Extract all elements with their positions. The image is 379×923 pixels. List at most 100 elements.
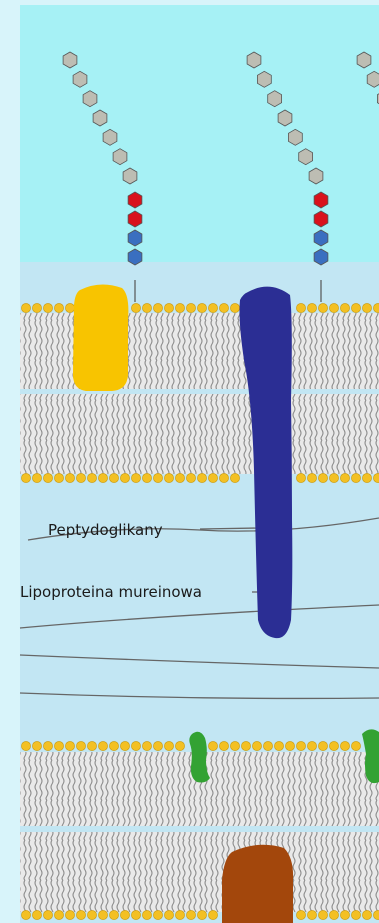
brown-membrane-protein <box>222 845 293 923</box>
lipid-head <box>120 741 129 750</box>
lipid-head <box>21 741 30 750</box>
sugar-red-hexagon <box>128 192 142 208</box>
lipid-head <box>340 303 349 312</box>
lipid-head <box>43 910 52 919</box>
lipid-head <box>65 741 74 750</box>
lipid-head <box>43 741 52 750</box>
lipid-head <box>131 473 140 482</box>
lipid-head <box>219 303 228 312</box>
sugar-grey-hexagon <box>309 168 323 184</box>
lipid-head <box>65 473 74 482</box>
sugar-grey-hexagon <box>103 129 117 145</box>
sugar-grey-hexagon <box>357 52 371 68</box>
lipid-head <box>120 473 129 482</box>
lipid-head <box>76 741 85 750</box>
sugar-grey-hexagon <box>83 91 97 107</box>
lipid-head <box>175 473 184 482</box>
lipid-head <box>362 910 371 919</box>
lipid-head <box>142 741 151 750</box>
lipid-head <box>76 910 85 919</box>
inner-membrane-lower-leaflet-tails <box>20 832 379 912</box>
lipid-head <box>208 303 217 312</box>
lipid-head <box>197 473 206 482</box>
lipid-head <box>153 303 162 312</box>
lipid-head <box>98 473 107 482</box>
lipid-head <box>362 303 371 312</box>
sugar-grey-hexagon <box>123 168 137 184</box>
lipid-head <box>98 910 107 919</box>
lipid-head <box>307 303 316 312</box>
lipid-head <box>329 473 338 482</box>
lipid-head <box>318 473 327 482</box>
lipid-head <box>164 741 173 750</box>
sugar-grey-hexagon <box>93 110 107 126</box>
lipid-head <box>153 473 162 482</box>
lipid-head <box>131 303 140 312</box>
sugar-blue-hexagon <box>314 230 328 246</box>
lipid-head <box>175 303 184 312</box>
lipid-head <box>109 473 118 482</box>
sugar-grey-hexagon <box>73 71 87 87</box>
lipid-head <box>296 473 305 482</box>
lipid-head <box>362 473 371 482</box>
lipid-head <box>329 910 338 919</box>
lipid-head <box>21 473 30 482</box>
lipid-head <box>329 741 338 750</box>
sugar-red-hexagon <box>314 192 328 208</box>
lipid-head <box>54 741 63 750</box>
lipid-head <box>351 473 360 482</box>
lipid-head <box>98 741 107 750</box>
lipid-head <box>142 303 151 312</box>
lipid-head <box>318 910 327 919</box>
lipid-head <box>307 741 316 750</box>
lipid-head <box>54 473 63 482</box>
lipid-head <box>87 910 96 919</box>
lipid-head <box>32 741 41 750</box>
lipid-head <box>241 741 250 750</box>
lipid-head <box>21 910 30 919</box>
lipid-head <box>164 910 173 919</box>
lipid-head <box>230 741 239 750</box>
lipid-head <box>43 303 52 312</box>
lipid-head <box>296 910 305 919</box>
lipid-head <box>318 303 327 312</box>
lipid-head <box>351 741 360 750</box>
lipid-head <box>87 741 96 750</box>
lipid-head <box>142 473 151 482</box>
lipid-head <box>153 741 162 750</box>
sugar-grey-hexagon <box>299 149 313 165</box>
lipid-head <box>219 473 228 482</box>
sugar-grey-hexagon <box>278 110 292 126</box>
lipid-head <box>32 303 41 312</box>
lipid-head <box>76 473 85 482</box>
lipid-head <box>54 303 63 312</box>
lipid-head <box>186 303 195 312</box>
sugar-blue-hexagon <box>128 249 142 265</box>
lipid-head <box>252 741 261 750</box>
lipid-head <box>142 910 151 919</box>
outer-membrane-inner-leaflet-tails <box>20 394 379 474</box>
lipid-head <box>296 741 305 750</box>
sugar-blue-hexagon <box>314 249 328 265</box>
lipid-head <box>197 910 206 919</box>
sugar-grey-hexagon <box>257 71 271 87</box>
lipid-head <box>65 910 74 919</box>
lipid-head <box>230 303 239 312</box>
lipid-head <box>274 741 283 750</box>
lipid-head <box>131 910 140 919</box>
lipid-head <box>109 910 118 919</box>
sugar-grey-hexagon <box>63 52 77 68</box>
lipid-head <box>43 473 52 482</box>
lipid-head <box>32 473 41 482</box>
lipid-head <box>263 741 272 750</box>
lipid-head <box>340 473 349 482</box>
lipid-head <box>65 303 74 312</box>
lipid-head <box>219 741 228 750</box>
lipid-head <box>318 741 327 750</box>
lipid-head <box>186 910 195 919</box>
lipid-head <box>197 303 206 312</box>
lipid-head <box>230 473 239 482</box>
lipid-head <box>175 910 184 919</box>
lipid-head <box>285 741 294 750</box>
